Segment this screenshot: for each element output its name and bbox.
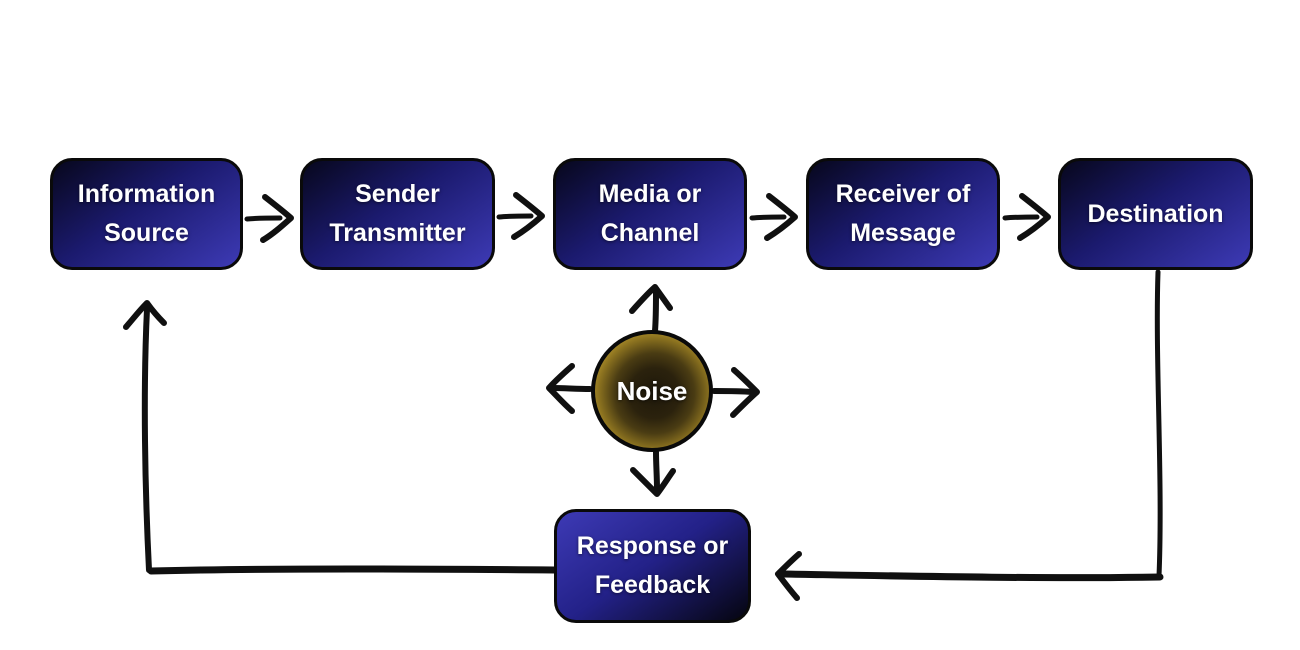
arrow-shaft xyxy=(711,388,755,395)
arrow-head-icon xyxy=(123,300,167,330)
node-label: Sender Transmitter xyxy=(329,180,466,247)
arrow-shaft xyxy=(244,215,283,222)
arrow-head-icon xyxy=(1017,193,1051,241)
node-receiver-of-message: Receiver of Message xyxy=(806,158,1000,270)
node-label: Media or Channel xyxy=(598,180,702,247)
node-label: Receiver of Message xyxy=(835,180,971,247)
node-label: Information Source xyxy=(77,180,216,247)
node-response-or-feedback: Response or Feedback xyxy=(554,509,751,623)
arrow-shaft xyxy=(496,213,534,220)
node-noise: Noise xyxy=(591,330,713,452)
node-destination: Destination xyxy=(1058,158,1253,270)
node-label: Response or Feedback xyxy=(576,532,729,599)
noise-arrow-right xyxy=(711,367,760,418)
arrow-head-icon xyxy=(511,192,545,240)
noise-arrow-up xyxy=(629,284,673,334)
edge-horizontal-line xyxy=(147,565,558,575)
arrow-shaft xyxy=(749,214,787,221)
arrow-head-icon xyxy=(546,363,575,414)
arrow-sender-to-media xyxy=(496,192,545,240)
arrow-head-icon xyxy=(730,367,760,418)
arrow-media-to-receiver xyxy=(749,193,798,241)
arrow-shaft xyxy=(653,449,660,492)
arrow-information-to-sender xyxy=(244,194,294,243)
edge-vertical-line xyxy=(141,306,152,573)
node-media-or-channel: Media or Channel xyxy=(553,158,747,270)
edge-horizontal-line xyxy=(780,570,1164,582)
arrow-head-icon xyxy=(630,467,676,497)
edge-response-to-information xyxy=(123,300,558,575)
noise-arrow-left xyxy=(546,363,593,414)
node-label: Noise xyxy=(616,375,688,406)
edge-vertical-line xyxy=(1154,269,1163,579)
noise-arrow-down xyxy=(630,449,676,497)
arrow-shaft xyxy=(652,289,659,334)
node-label: Destination xyxy=(1087,199,1224,228)
arrow-shaft xyxy=(550,385,593,392)
node-information-source: Information Source xyxy=(50,158,243,270)
arrow-head-icon xyxy=(629,284,673,314)
arrow-shaft xyxy=(1002,214,1040,221)
arrow-head-icon xyxy=(764,193,798,241)
edge-destination-to-response xyxy=(775,269,1164,601)
arrow-receiver-to-destination xyxy=(1002,193,1051,241)
node-sender-transmitter: Sender Transmitter xyxy=(300,158,495,270)
arrow-head-icon xyxy=(775,551,802,601)
arrow-head-icon xyxy=(260,194,294,243)
